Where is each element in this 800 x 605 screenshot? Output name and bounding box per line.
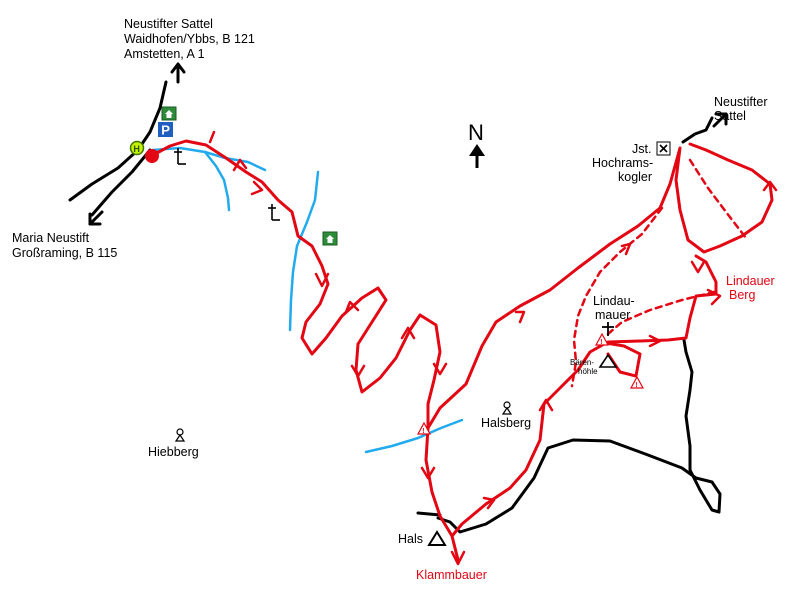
- cross-icon: [174, 148, 186, 165]
- trail-arrow: [706, 288, 722, 306]
- trail-main-west: [151, 139, 642, 538]
- road-ne: [681, 116, 714, 144]
- arrow-up-icon: [170, 62, 186, 84]
- svg-text:H: H: [133, 144, 140, 154]
- trail-klammbauer-end: [450, 534, 460, 562]
- trail-arrow: [314, 272, 330, 288]
- trail-arrow: [762, 180, 778, 192]
- warning-icon: !: [629, 375, 645, 389]
- direction-arrows: [88, 62, 728, 226]
- svg-text:!: !: [600, 339, 602, 346]
- svg-text:P: P: [161, 123, 170, 138]
- label-neustifter-sattel: Neustifter Sattel: [124, 17, 213, 31]
- svg-text:!: !: [422, 428, 424, 435]
- trail-dash-3: [688, 158, 748, 240]
- hut-icon: [161, 106, 177, 121]
- hut-icon: [322, 231, 338, 246]
- trail-lindauer-berg: [606, 254, 718, 344]
- road-main-nw: [68, 80, 168, 202]
- trail-arrow: [232, 158, 248, 172]
- labels: Neustifter Sattel Waidhofen/Ybbs, B 121 …: [12, 17, 775, 582]
- peak-icon: [427, 530, 447, 546]
- label-maria-neustift: Maria Neustift: [12, 231, 90, 245]
- trail-arrow: [400, 326, 416, 340]
- trail-arrow: [450, 550, 466, 566]
- place-marker-icon: [501, 401, 513, 415]
- trail-arrow: [432, 362, 448, 376]
- trail-arrow: [514, 310, 526, 324]
- trails: [151, 139, 774, 562]
- label-jst-3: kogler: [618, 170, 652, 184]
- label-klammbauer: Klammbauer: [416, 568, 487, 582]
- peak-icon: [598, 353, 618, 368]
- place-marker-icon: [174, 428, 186, 442]
- north-letter: N: [468, 120, 484, 145]
- label-neustifter-ne-1: Neustifter: [714, 95, 768, 109]
- label-amstetten: Amstetten, A 1: [124, 47, 205, 61]
- trail-arrow: [350, 364, 366, 378]
- label-lindauer-berg-1: Lindauer: [726, 274, 775, 288]
- trail-arrow: [690, 260, 706, 274]
- label-grossraming: Großraming, B 115: [12, 246, 117, 260]
- road-branch-west: [90, 148, 152, 217]
- start-point-icon: [145, 149, 159, 163]
- label-hiebberg: Hiebberg: [148, 445, 199, 459]
- bus-stop-icon: H: [129, 140, 145, 156]
- svg-text:!: !: [635, 382, 637, 389]
- label-lindauer-berg-2: Berg: [729, 288, 755, 302]
- summit-cross-icon: [602, 322, 614, 336]
- trail-arrow: [420, 466, 436, 480]
- cross-icon: [268, 204, 280, 221]
- label-lindaumauer-1: Lindau-: [593, 294, 635, 308]
- trail-arrow: [482, 496, 496, 510]
- streams: [151, 146, 464, 454]
- trail-dash-1: [570, 206, 664, 388]
- label-neustifter-ne-2: Sattel: [714, 109, 746, 123]
- trail-arrow: [250, 180, 264, 196]
- label-hals: Hals: [398, 532, 423, 546]
- label-waidhofen: Waidhofen/Ybbs, B 121: [124, 32, 255, 46]
- label-lindaumauer-2: mauer: [595, 308, 630, 322]
- road-south-loop: [436, 338, 722, 534]
- trail-arrow: [538, 398, 554, 412]
- symbols: P H: [129, 106, 671, 546]
- arrow-down-left-icon: [88, 210, 104, 226]
- label-halsberg: Halsberg: [481, 416, 531, 430]
- trail-arrows: [208, 130, 778, 566]
- road-hals-stub: [416, 511, 442, 517]
- stream-north: [151, 146, 267, 172]
- parking-icon: P: [158, 122, 173, 138]
- label-jst-2: Hochrams-: [592, 156, 653, 170]
- trail-arrow: [344, 300, 360, 314]
- trail-arrow: [648, 334, 662, 348]
- arrow-up-right-icon: [712, 112, 728, 128]
- stream-middle: [288, 170, 320, 332]
- trail-arrow: [620, 242, 632, 256]
- inn-icon: [656, 141, 671, 156]
- trail-dash-2: [606, 290, 716, 336]
- label-baerenhoehle-1: Bären-: [570, 358, 594, 367]
- warning-icon: !: [416, 421, 432, 435]
- trail-tick: [208, 130, 216, 144]
- warning-icon: !: [594, 332, 610, 346]
- stream-south: [364, 418, 464, 454]
- trail-east-loop: [426, 142, 774, 430]
- label-jst-1: Jst.: [632, 142, 651, 156]
- stream-north-branch: [203, 150, 231, 212]
- north-arrow: N: [468, 120, 485, 168]
- label-baerenhoehle-2: höhle: [578, 367, 598, 376]
